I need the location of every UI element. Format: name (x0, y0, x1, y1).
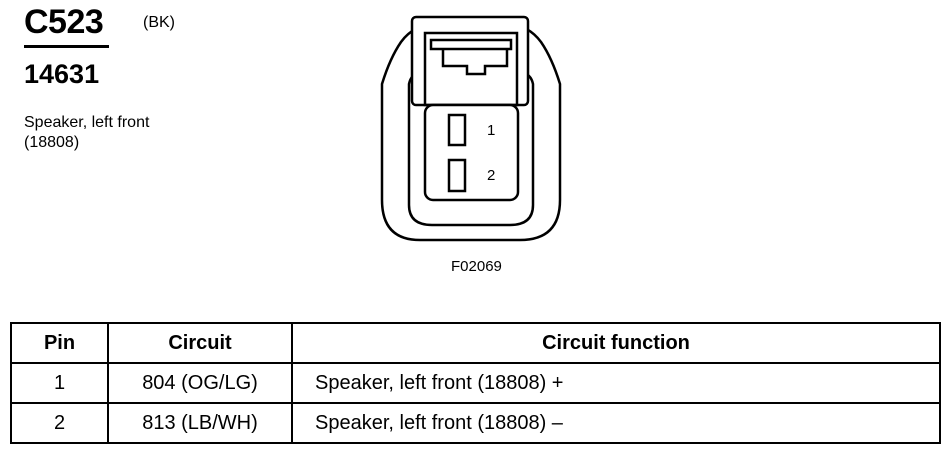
color-code: (BK) (143, 14, 175, 31)
terminal-cavity-block (423, 103, 520, 202)
table-header-row: Pin Circuit Circuit function (10, 322, 941, 364)
pin-2-label: 2 (487, 167, 495, 184)
pin-cell: 2 (10, 402, 109, 444)
pinout-table: Pin Circuit Circuit function 1 804 (OG/L… (10, 322, 941, 444)
table-row: 2 813 (LB/WH) Speaker, left front (18808… (10, 402, 941, 444)
header-pin: Pin (10, 322, 109, 364)
pin-1-terminal (447, 113, 467, 147)
locking-tab-outer (410, 15, 530, 107)
part-number: 14631 (24, 59, 100, 89)
circuit-cell: 804 (OG/LG) (107, 362, 293, 404)
function-cell: Speaker, left front (18808) – (291, 402, 941, 444)
connector-face-diagram: 1 2 (380, 15, 562, 242)
latch-bar (441, 49, 509, 76)
header-circuit: Circuit (107, 322, 293, 364)
pin-1-label: 1 (487, 122, 495, 139)
title-underline (24, 45, 109, 48)
function-cell: Speaker, left front (18808) + (291, 362, 941, 404)
pin-cell: 1 (10, 362, 109, 404)
table-row: 1 804 (OG/LG) Speaker, left front (18808… (10, 362, 941, 404)
latch-top-bar (429, 38, 513, 51)
description-line-2: (18808) (24, 134, 80, 151)
connector-id: C523 (24, 3, 104, 41)
header-circuit-function: Circuit function (291, 322, 941, 364)
connector-description: Speaker, left front (18808) (24, 113, 149, 153)
figure-id: F02069 (451, 258, 502, 275)
circuit-cell: 813 (LB/WH) (107, 402, 293, 444)
pin-2-terminal (447, 158, 467, 193)
description-line-1: Speaker, left front (24, 114, 150, 131)
connector-housing-outer (380, 22, 562, 242)
